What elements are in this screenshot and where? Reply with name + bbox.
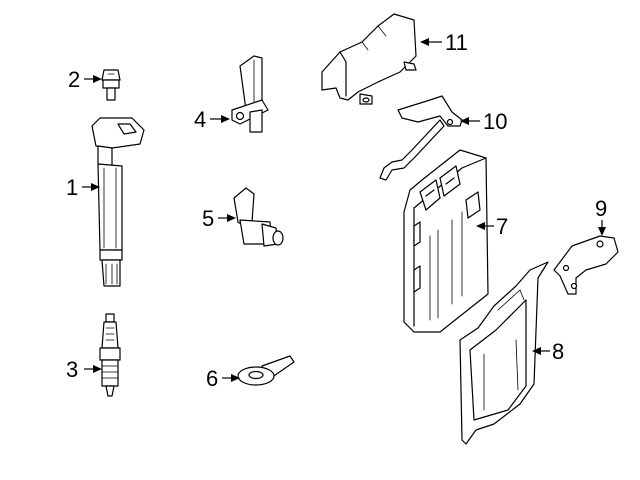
part-4-position-sensor	[231, 55, 269, 133]
callout-8: 8	[552, 339, 564, 364]
part-6-ring-terminal	[237, 355, 295, 386]
callout-9: 9	[595, 196, 607, 221]
part-2-sensor	[101, 69, 121, 101]
part-5-camshaft-sensor	[233, 187, 284, 247]
part-3-spark-plug	[99, 313, 121, 397]
leader-lines	[82, 38, 606, 382]
part-8-shield	[459, 261, 549, 445]
callout-10: 10	[483, 109, 507, 134]
callout-11: 11	[445, 30, 468, 55]
callout-1: 1	[66, 175, 78, 200]
callout-labels: 1 2 3 4 5 6 7 8 9 10 11	[66, 30, 607, 391]
part-11-cover	[321, 13, 417, 105]
part-9-small-bracket	[553, 235, 619, 295]
callout-3: 3	[66, 357, 78, 382]
part-10-bracket	[379, 95, 463, 181]
callout-4: 4	[194, 107, 206, 132]
part-1-ignition-coil	[91, 117, 145, 287]
part-7-control-module	[403, 149, 489, 333]
callout-7: 7	[496, 214, 508, 239]
callout-5: 5	[202, 206, 214, 231]
callout-2: 2	[68, 67, 80, 92]
callout-6: 6	[206, 366, 218, 391]
